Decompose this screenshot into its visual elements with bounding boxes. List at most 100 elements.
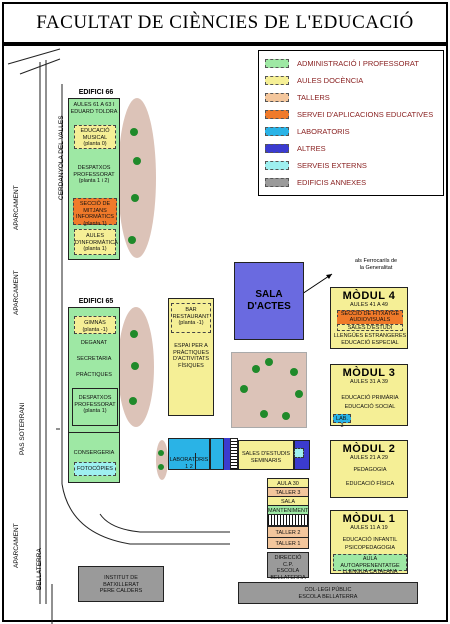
modul-2-pedagogia: PEDAGOGIA: [353, 467, 387, 473]
legend-swatch: [265, 110, 289, 119]
e65-secretaria: SECRETARIA: [76, 356, 112, 362]
modul-4-title: MÒDUL 4: [342, 290, 396, 302]
legend-item-aules: AULES DOCÈNCIA: [265, 76, 363, 85]
tree-icon: [265, 358, 273, 366]
legend-swatch: [265, 127, 289, 136]
label-aparcament-1: APARCAMENT: [13, 185, 20, 230]
stairs: [267, 514, 309, 526]
modul-2-fisica: EDUCACIÓ FÍSICA: [345, 481, 395, 487]
modul-4-llengues: LLENGÜES ESTRANGERES: [333, 333, 407, 339]
map-frame: [2, 44, 448, 622]
stairs: [230, 438, 238, 470]
legend-item-servei: SERVEI D'APLICACIONS EDUCATIVES: [265, 110, 433, 119]
garden-small: [156, 440, 168, 480]
garden-66: [118, 98, 156, 258]
legend-swatch: [265, 93, 289, 102]
legend-item-annexes: EDIFICIS ANNEXES: [265, 178, 366, 187]
modul-4-sales-estudi: SALES D'ESTUDI: [337, 324, 403, 331]
e65-deganat: DEGANAT: [80, 340, 108, 346]
tree-icon: [129, 397, 137, 405]
legend-item-administracio: ADMINISTRACIÓ I PROFESSORAT: [265, 59, 419, 68]
modul-3-aules: AULES 31 A 39: [350, 379, 388, 385]
street-cerdanyola: CERDANYOLA DEL VALLES: [58, 115, 65, 200]
modul-3-title: MÒDUL 3: [342, 367, 396, 379]
label-pas-soterrani: PAS SOTERRANI: [19, 402, 26, 455]
modul-1: MÒDUL 1 AULES 11 A 19 EDUCACIÓ INFANTIL …: [330, 510, 408, 575]
edifici-65: GIMNÀS (planta -1) DEGANAT SECRETARIA PR…: [68, 307, 120, 483]
modul-1-aules: AULES 11 A 19: [350, 525, 388, 531]
tree-icon: [131, 362, 139, 370]
modul-4-aules: AULES 41 A 49: [350, 302, 388, 308]
modul-1-psicopedagogia: PSICOPEDAGOGIA: [344, 545, 396, 551]
legend-item-tallers: TALLERS: [265, 93, 330, 102]
edifici-65-title: EDIFICI 65: [78, 298, 114, 305]
tree-icon: [128, 236, 136, 244]
legend-swatch: [265, 161, 289, 170]
modul-2-aules: AULES 21 A 29: [350, 455, 388, 461]
legend-item-serveis-externs: SERVEIS EXTERNS: [265, 161, 367, 170]
tree-icon: [290, 368, 298, 376]
map-title: FACULTAT DE CIÈNCIES DE L'EDUCACIÓ: [2, 2, 448, 44]
divider: [69, 432, 119, 433]
legend-item-laboratoris: LABORATORIS: [265, 127, 350, 136]
modul-1-title: MÒDUL 1: [342, 513, 396, 525]
laboratoris: LABORATORIS 1 2: [168, 438, 210, 470]
modul-3-lab3: LAB. 3: [333, 414, 351, 429]
legend-swatch: [265, 76, 289, 85]
modul-1-infantil: EDUCACIÓ INFANTIL: [342, 537, 398, 543]
modul-3: MÒDUL 3 AULES 31 A 39 EDUCACIÓ PRIMÀRIA …: [330, 364, 408, 429]
label-aparcament-2: APARCAMENT: [13, 270, 20, 315]
e65-gimnas: GIMNÀS (planta -1): [74, 316, 116, 334]
e65-consergeria: CONSERGERIA: [73, 450, 115, 456]
servei-externs-small: [294, 448, 304, 458]
tree-icon: [158, 464, 164, 470]
modul-4-especial: EDUCACIÓ ESPECIAL: [341, 340, 399, 346]
legend: ADMINISTRACIÓ I PROFESSORAT AULES DOCÈNC…: [258, 50, 444, 196]
legend-swatch: [265, 59, 289, 68]
tree-icon: [260, 410, 268, 418]
roads-layer: [7, 48, 333, 624]
divider: [195, 453, 196, 470]
label-aparcament-3: APARCAMENT: [13, 523, 20, 568]
legend-swatch: [265, 144, 289, 153]
modul-2: MÒDUL 2 AULES 21 A 29 PEDAGOGIA EDUCACIÓ…: [330, 440, 408, 498]
tree-icon: [130, 330, 138, 338]
edifici-66-title: EDIFICI 66: [78, 89, 114, 96]
modul-4: MÒDUL 4 AULES 41 A 49 SECCIÓ DE FITXATGE…: [330, 287, 408, 349]
modul-2-title: MÒDUL 2: [342, 443, 396, 455]
e65-fotocopies: FOTOCÒPIES: [74, 462, 116, 476]
labs-label: LABORATORIS 1 2: [169, 457, 209, 470]
lab-annex: [210, 438, 224, 470]
legend-item-altres: ALTRES: [265, 144, 326, 153]
tree-icon: [295, 390, 303, 398]
tree-icon: [240, 385, 248, 393]
e65-practiques: PRÀCTIQUES: [76, 372, 112, 378]
modul-3-primaria: EDUCACIÓ PRIMÀRIA: [341, 395, 399, 401]
modul-3-social: EDUCACIÓ SOCIAL: [344, 404, 396, 410]
taller-1: TALLER 1: [267, 537, 309, 549]
tree-icon: [131, 194, 139, 202]
modul-4-audiovisuals: AUDIOVISUALS: [337, 317, 403, 325]
tree-icon: [252, 365, 260, 373]
tree-icon: [282, 412, 290, 420]
altres-strip: [224, 438, 230, 470]
